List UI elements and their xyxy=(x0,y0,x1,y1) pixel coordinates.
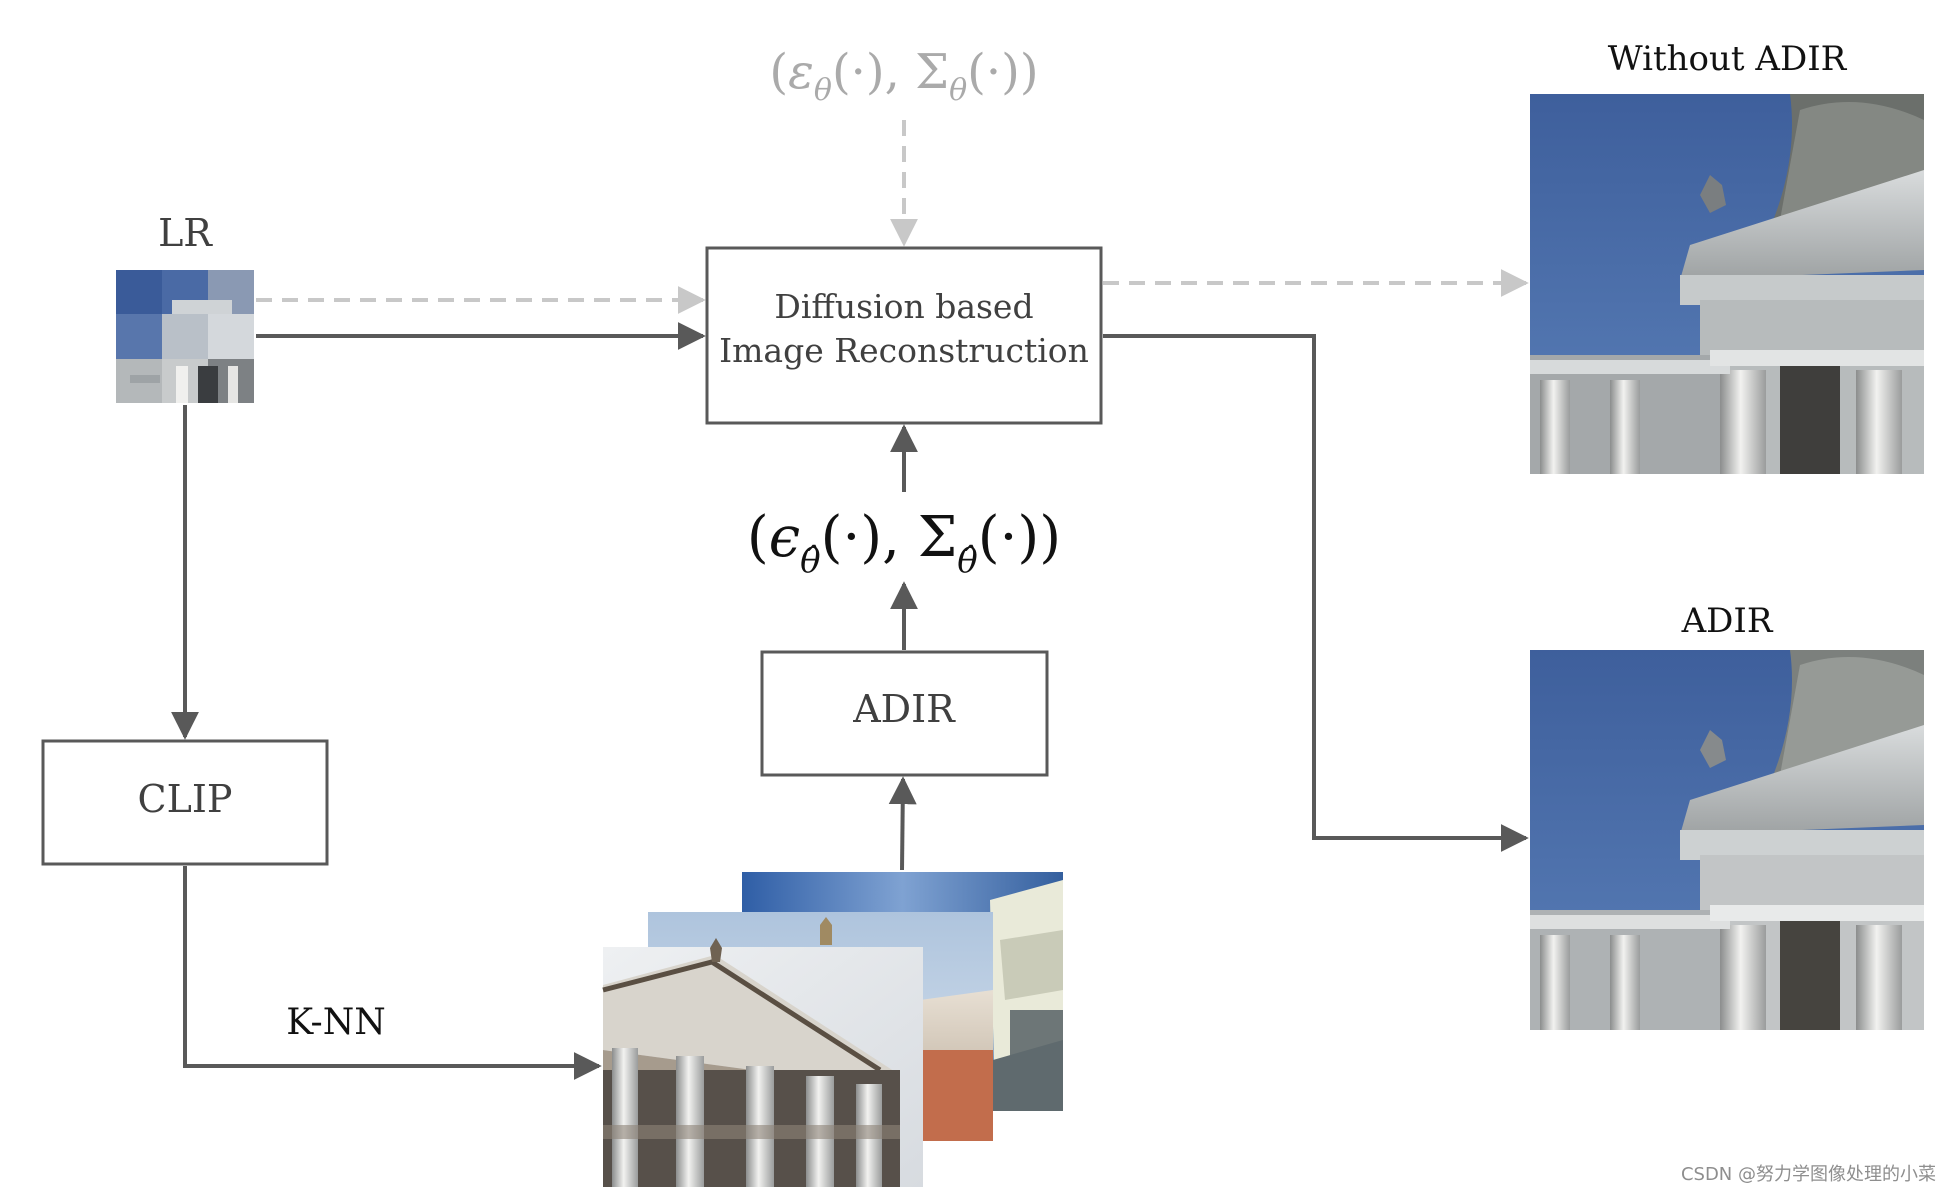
without-adir-image xyxy=(1530,94,1924,474)
lr-image xyxy=(116,270,254,403)
diffusion-label-line1: Diffusion based xyxy=(774,287,1033,326)
without-adir-label: Without ADIR xyxy=(1608,39,1848,79)
adir-output-image xyxy=(1530,650,1924,1030)
knn-label: K-NN xyxy=(286,1002,385,1043)
retrieved-images-stack xyxy=(602,872,1063,1187)
clip-label: CLIP xyxy=(138,777,233,821)
retrieved-image-1 xyxy=(602,938,923,1187)
adir-box: ADIR xyxy=(760,650,1049,777)
arrow-diffusion-to-adir-output xyxy=(1103,334,1529,852)
lr-label: LR xyxy=(158,211,213,255)
arrow-clip-to-images xyxy=(183,866,602,1080)
formula-pretrained-text: (εθ(·), Σθ(·)) xyxy=(769,44,1038,108)
adir-output-label: ADIR xyxy=(1681,601,1774,641)
watermark: CSDN @努力学图像处理的小菜 xyxy=(1680,1164,1936,1185)
formula-adapted-text: (ϵθ̂(·), Σθ̂(·)) xyxy=(747,505,1061,581)
diffusion-box: Diffusion based Image Reconstruction xyxy=(705,246,1103,425)
adir-box-label: ADIR xyxy=(852,687,956,731)
formula-adapted: (ϵθ̂(·), Σθ̂(·)) xyxy=(747,505,1061,581)
diffusion-label-line2: Image Reconstruction xyxy=(719,331,1089,370)
formula-pretrained: (εθ(·), Σθ(·)) xyxy=(769,44,1038,108)
clip-box: CLIP xyxy=(41,739,329,866)
arrow-images-to-adir xyxy=(888,776,917,871)
